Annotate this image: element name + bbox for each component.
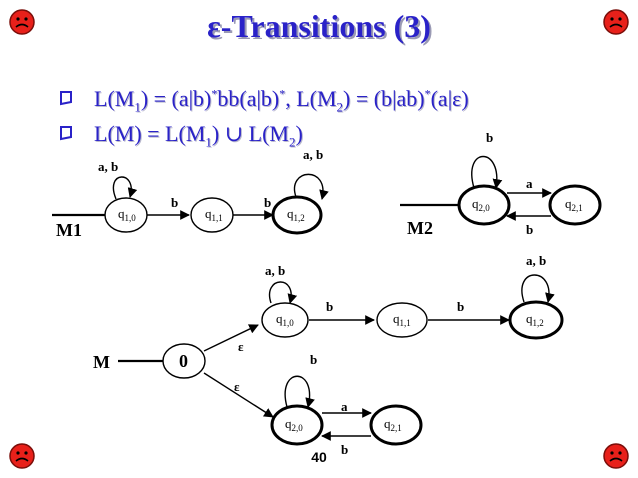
state-label: q2,0	[472, 196, 490, 213]
automaton-name: M	[93, 352, 110, 372]
state-label: q1,2	[287, 206, 305, 223]
automaton-m: 0 q1,0 q1,1 q1,2 q2,0 q2,1 ε ε a, b b b …	[93, 253, 564, 457]
transition-label: ε	[234, 379, 240, 394]
bullet-icon	[60, 126, 72, 141]
transition-label: a	[341, 399, 348, 414]
state-label: q1,0	[118, 206, 136, 223]
state-label: q1,1	[205, 206, 223, 223]
accepting-state-circle	[270, 404, 324, 446]
automaton-m2: q2,0 q2,1 b a b M2	[400, 130, 602, 238]
transition-label: b	[486, 130, 493, 145]
sad-face-icon	[9, 443, 35, 469]
state-circle	[190, 197, 234, 233]
bullet-text: L(M1) = (a|b)*bb(a|b)*, L(M2) = (b|ab)*(…	[94, 86, 469, 115]
self-loop	[268, 281, 298, 304]
transition-label: a, b	[526, 253, 546, 268]
transition-label: b	[264, 195, 271, 210]
transition-label: b	[341, 442, 348, 457]
transition-label: b	[457, 299, 464, 314]
state-circle	[261, 302, 309, 338]
state-label: q1,0	[276, 311, 294, 328]
accepting-state-circle	[369, 404, 423, 446]
sad-face-icon	[603, 9, 629, 35]
state-label: 0	[179, 351, 188, 371]
automaton-name: M2	[407, 218, 433, 238]
bullet-icon	[60, 91, 72, 106]
accepting-state-circle	[508, 300, 564, 340]
transition-label: b	[171, 195, 178, 210]
start-state-circle	[162, 343, 206, 379]
transition-label: b	[310, 352, 317, 367]
sad-face-icon	[9, 9, 35, 35]
transition-label: b	[326, 299, 333, 314]
transition-label: a, b	[98, 159, 118, 174]
state-label: q2,1	[565, 196, 583, 213]
bullet-text: L(M) = L(M1) ∪ L(M2)	[94, 121, 303, 150]
state-label: q1,2	[526, 311, 544, 328]
accepting-state-circle	[548, 184, 602, 226]
state-circle	[376, 302, 428, 338]
state-label: q2,0	[285, 416, 303, 433]
transition-label: ε	[238, 339, 244, 354]
self-loop	[284, 375, 315, 408]
transition-label: a, b	[265, 263, 285, 278]
epsilon-edge	[203, 372, 274, 418]
transition-label: b	[526, 222, 533, 237]
state-label: q1,1	[393, 311, 411, 328]
accepting-state-circle	[457, 184, 511, 226]
self-loop	[471, 155, 503, 189]
epsilon-edge	[203, 324, 259, 352]
page-number: 40	[311, 449, 327, 465]
state-label: q2,1	[384, 416, 402, 433]
slide-title: ε-Transitions (3)	[207, 8, 431, 44]
sad-face-icon	[603, 443, 629, 469]
transition-label: a	[526, 176, 533, 191]
transition-label: a, b	[303, 147, 323, 162]
self-loop	[521, 274, 555, 303]
self-loop	[112, 176, 138, 200]
automaton-m1: q1,0 q1,1 q1,2 a, b b b a, b M1	[52, 147, 329, 240]
state-circle	[104, 197, 148, 233]
accepting-state-circle	[271, 195, 323, 235]
automaton-name: M1	[56, 220, 82, 240]
self-loop	[293, 173, 329, 200]
